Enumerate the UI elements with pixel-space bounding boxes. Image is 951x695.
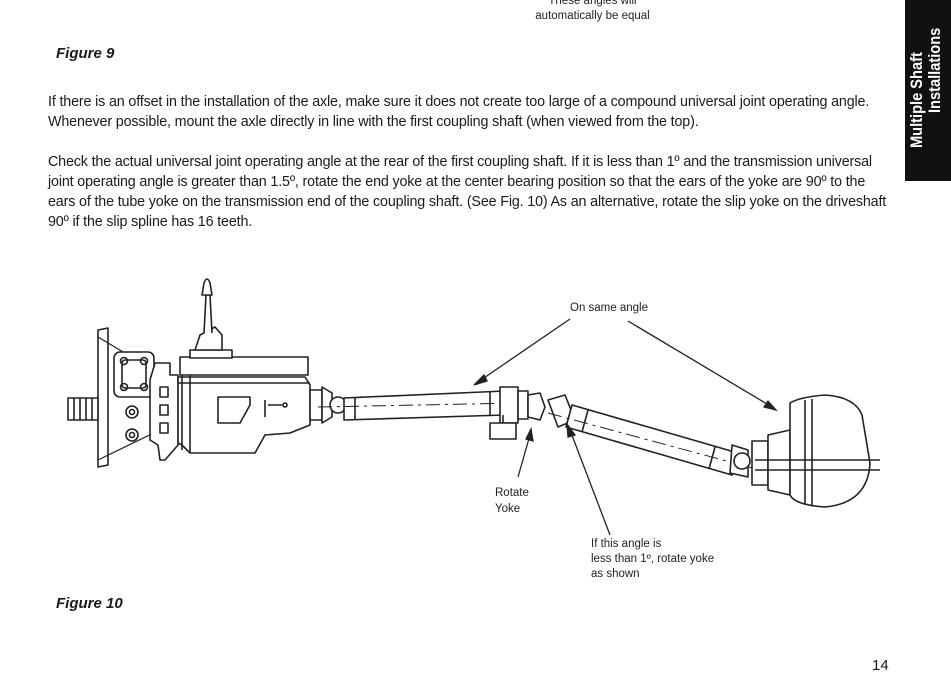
section-tab-line1: Multiple Shaft	[907, 52, 926, 148]
label-angle-line1: If this angle is	[591, 538, 662, 550]
leader-arrows	[473, 318, 778, 536]
page-number: 14	[872, 657, 889, 674]
label-same-angle: On same angle	[570, 302, 648, 314]
paragraph-operating-angle: Check the actual universal joint operati…	[48, 154, 887, 230]
axle	[751, 394, 880, 508]
label-rotate-line2: Yoke	[495, 503, 520, 515]
top-caption: These angles will automatically be equal	[535, 0, 650, 22]
label-rotate-line1: Rotate	[495, 487, 529, 499]
label-angle-line2: less than 1º, rotate yoke	[591, 553, 714, 565]
figure-9-label: Figure 9	[56, 45, 115, 62]
paragraph-offset: If there is an offset in the installatio…	[48, 94, 870, 130]
section-tab-line2: Installations	[925, 27, 944, 114]
transmission	[67, 278, 347, 468]
driveline-diagram: On same angle Rotate Yoke If this angle …	[67, 278, 880, 580]
section-tab: Multiple Shaft Installations	[905, 0, 951, 181]
label-angle-line3: as shown	[591, 568, 640, 580]
driveshaft	[547, 394, 761, 478]
figure-10-label: Figure 10	[56, 595, 123, 612]
coupling-shaft	[317, 386, 546, 440]
